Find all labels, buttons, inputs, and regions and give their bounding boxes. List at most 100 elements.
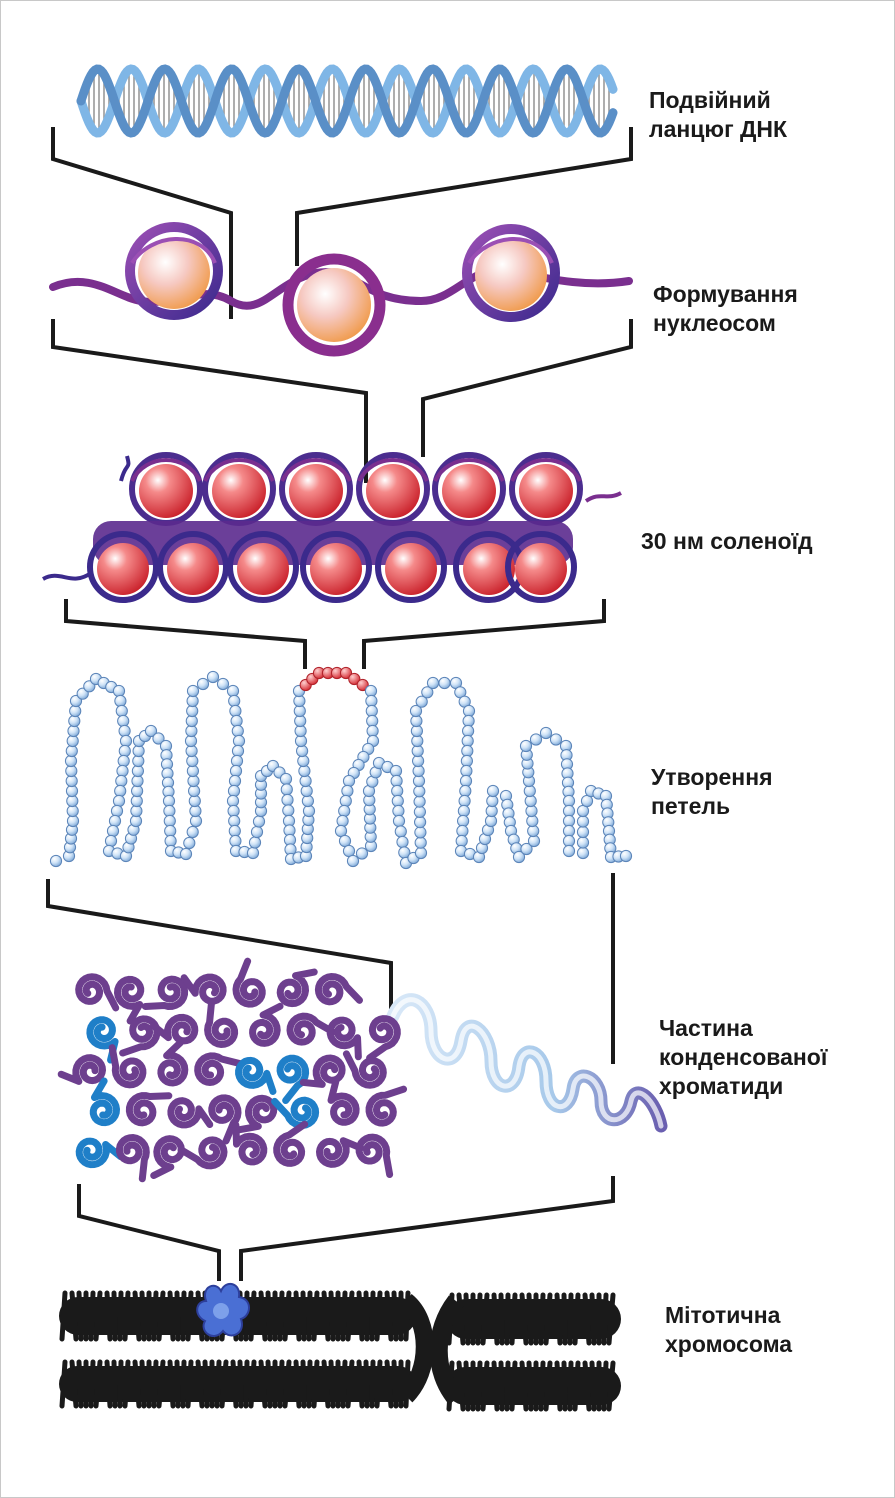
- loop-bead: [342, 774, 356, 788]
- chromatin-coil: [236, 1094, 278, 1134]
- loop-bead: [457, 814, 470, 828]
- loop-bead: [279, 772, 293, 786]
- label-line: Формування: [653, 281, 798, 307]
- condensed-chromatid-icon: [57, 957, 668, 1183]
- loop-bead: [230, 714, 243, 728]
- connector-dna-right: [295, 127, 633, 266]
- loop-bead: [527, 834, 541, 848]
- label-mitotic-chromosome: Мітотична хромосома: [665, 1301, 792, 1359]
- chromatin-coil: [315, 1137, 365, 1168]
- label-dna-double-helix: Подвійний ланцюг ДНК: [649, 86, 787, 144]
- nucleosome-bead: [212, 464, 266, 518]
- loop-bead: [415, 695, 428, 708]
- chromatin-coil: [57, 1054, 107, 1085]
- loop-bead: [229, 704, 242, 718]
- loop-bead: [69, 704, 82, 718]
- label-line: хромосома: [665, 1331, 793, 1357]
- loop-bead: [421, 686, 434, 699]
- loop-bead: [339, 794, 352, 808]
- loop-bead: [519, 739, 533, 753]
- chromatin-coil: [125, 1092, 173, 1127]
- chromatin-loops-icon: [49, 666, 633, 870]
- dna-double-helix-icon: [76, 64, 618, 138]
- loop-bead: [391, 794, 404, 808]
- loop-bead: [230, 754, 244, 768]
- loop-bead-highlight: [348, 672, 361, 686]
- loop-bead: [391, 784, 404, 798]
- loop-bead: [412, 764, 425, 778]
- solenoid-turn: [300, 531, 372, 603]
- loop-bead: [186, 754, 199, 768]
- chromatin-coil: [194, 1052, 244, 1087]
- loop-bead: [226, 684, 240, 698]
- nucleosome-bead: [385, 543, 437, 595]
- loop-bead: [520, 842, 533, 856]
- loop-bead: [341, 784, 354, 798]
- connector-dna-left: [51, 127, 233, 319]
- loop-bead: [228, 694, 241, 708]
- connector-solenoid-left: [64, 599, 307, 669]
- chromatin-coil: [204, 999, 239, 1049]
- nucleosome-bead: [237, 543, 289, 595]
- chromatin-coil: [235, 1056, 277, 1095]
- chromatin-coil: [273, 1120, 309, 1167]
- loop-bead: [185, 744, 198, 758]
- loop-bead: [281, 793, 294, 807]
- chromatin-coil: [366, 1015, 401, 1062]
- loop-bead: [280, 783, 293, 796]
- loop-bead: [414, 816, 427, 829]
- connector-chromatid-right: [239, 1176, 615, 1281]
- loop-bead: [186, 764, 199, 778]
- loop-bead: [228, 814, 241, 828]
- chromatin-coil: [108, 1044, 147, 1089]
- centromere: [196, 1282, 250, 1337]
- loop-bead: [296, 744, 309, 758]
- loop-bead: [576, 815, 590, 828]
- chromatin-coil: [286, 1012, 337, 1046]
- solenoid-turn: [375, 531, 447, 603]
- label-loop-formation: Утворення петель: [651, 763, 773, 821]
- loop-bead: [336, 814, 349, 828]
- chromatin-coil: [177, 1136, 228, 1170]
- loop-bead: [526, 814, 539, 828]
- loop-bead: [455, 834, 468, 848]
- loop-bead: [226, 794, 240, 808]
- nucleosome-bead: [442, 464, 496, 518]
- loop-bead: [394, 825, 407, 838]
- loop-bead-highlight: [356, 678, 369, 692]
- chromatin-coil: [113, 975, 145, 1025]
- chromatin-coil: [276, 1054, 310, 1105]
- chromatin-coil: [75, 1137, 124, 1169]
- loop-bead: [115, 704, 128, 718]
- label-line: 30 нм соленоїд: [641, 528, 813, 554]
- chromatin-coil: [232, 957, 266, 1008]
- label-line: Частина: [659, 1015, 753, 1041]
- loop-bead: [228, 774, 242, 788]
- chromatin-coil: [232, 1121, 268, 1166]
- loop-bead: [189, 804, 202, 818]
- loop-bead: [576, 836, 590, 849]
- nucleosome-bead: [515, 543, 567, 595]
- label-line: Мітотична: [665, 1302, 781, 1328]
- loop-bead: [355, 847, 369, 860]
- label-line: конденсованої: [659, 1044, 828, 1070]
- loop-bead: [108, 814, 122, 828]
- loop-bead: [486, 784, 500, 798]
- chromatin-coil: [314, 972, 364, 1006]
- loop-bead: [229, 834, 242, 848]
- loop-bead: [346, 854, 360, 868]
- loop-bead: [413, 795, 426, 808]
- chromatin-coil: [141, 975, 189, 1011]
- chromatin-coil: [89, 1077, 121, 1127]
- loop-bead: [525, 804, 538, 818]
- loop-bead: [114, 784, 127, 798]
- loop-bead: [485, 804, 498, 818]
- loop-bead: [106, 824, 120, 838]
- chromatin-coil: [149, 1013, 199, 1045]
- connector-nucleosome-left: [51, 319, 368, 483]
- label-line: петель: [651, 793, 731, 819]
- label-condensed-chromatid: Частина конденсованої хроматиди: [659, 1014, 827, 1101]
- loop-bead: [119, 734, 133, 748]
- loop-bead: [227, 804, 240, 818]
- loop-bead: [392, 804, 405, 818]
